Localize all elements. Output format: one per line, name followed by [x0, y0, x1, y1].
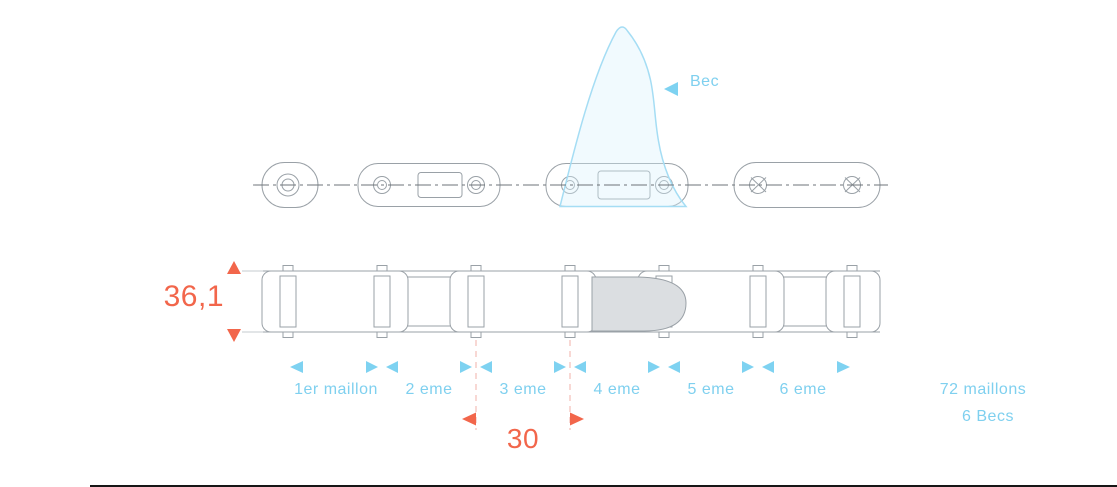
page-bottom-border: [90, 485, 1117, 487]
pitch-dimension-graphics: [462, 340, 584, 430]
side-view-chain: [261, 265, 881, 338]
bec-label: Bec: [690, 73, 720, 90]
height-dimension-value: 36,1: [163, 280, 224, 313]
marker-left-icon: [480, 361, 492, 373]
arrow-up-icon: [227, 261, 241, 274]
pin-hole: [276, 173, 300, 197]
marker-right-icon: [648, 361, 660, 373]
segment-markers: [290, 361, 850, 373]
total-links-label: 72 maillons: [939, 381, 1027, 398]
height-dimension-graphics: [227, 261, 263, 342]
pin-hole: [377, 180, 387, 190]
marker-left-icon: [386, 361, 398, 373]
segment-label-4: 4 eme: [593, 381, 641, 398]
pitch-dimension-value: 30: [506, 423, 540, 454]
pin-caps: [282, 265, 858, 338]
marker-left-icon: [290, 361, 303, 373]
segment-label-6: 6 eme: [779, 381, 827, 398]
arrow-right-icon: [570, 412, 584, 426]
bec-base: [591, 276, 687, 332]
roller: [467, 275, 485, 328]
roller: [749, 275, 767, 328]
arrow-left-icon: [462, 412, 476, 426]
marker-right-icon: [554, 361, 566, 373]
marker-left-icon: [762, 361, 774, 373]
roller: [279, 275, 297, 328]
roller: [561, 275, 579, 328]
outer-link-plate: [261, 270, 409, 333]
marker-left-icon: [574, 361, 586, 373]
roller: [843, 275, 861, 328]
arrow-down-icon: [227, 329, 241, 342]
marker-right-icon: [366, 361, 378, 373]
bec-outline: [559, 26, 688, 208]
marker-right-icon: [742, 361, 754, 373]
segment-label-3: 3 eme: [499, 381, 547, 398]
marker-right-icon: [837, 361, 850, 373]
bec-pointer-arrow: [664, 82, 678, 96]
total-becs-label: 6 Becs: [962, 408, 1014, 425]
marker-right-icon: [460, 361, 472, 373]
segment-label-2: 2 eme: [405, 381, 453, 398]
segment-label-1: 1er maillon: [294, 381, 378, 398]
marker-left-icon: [668, 361, 680, 373]
segment-label-5: 5 eme: [687, 381, 735, 398]
roller: [373, 275, 391, 328]
